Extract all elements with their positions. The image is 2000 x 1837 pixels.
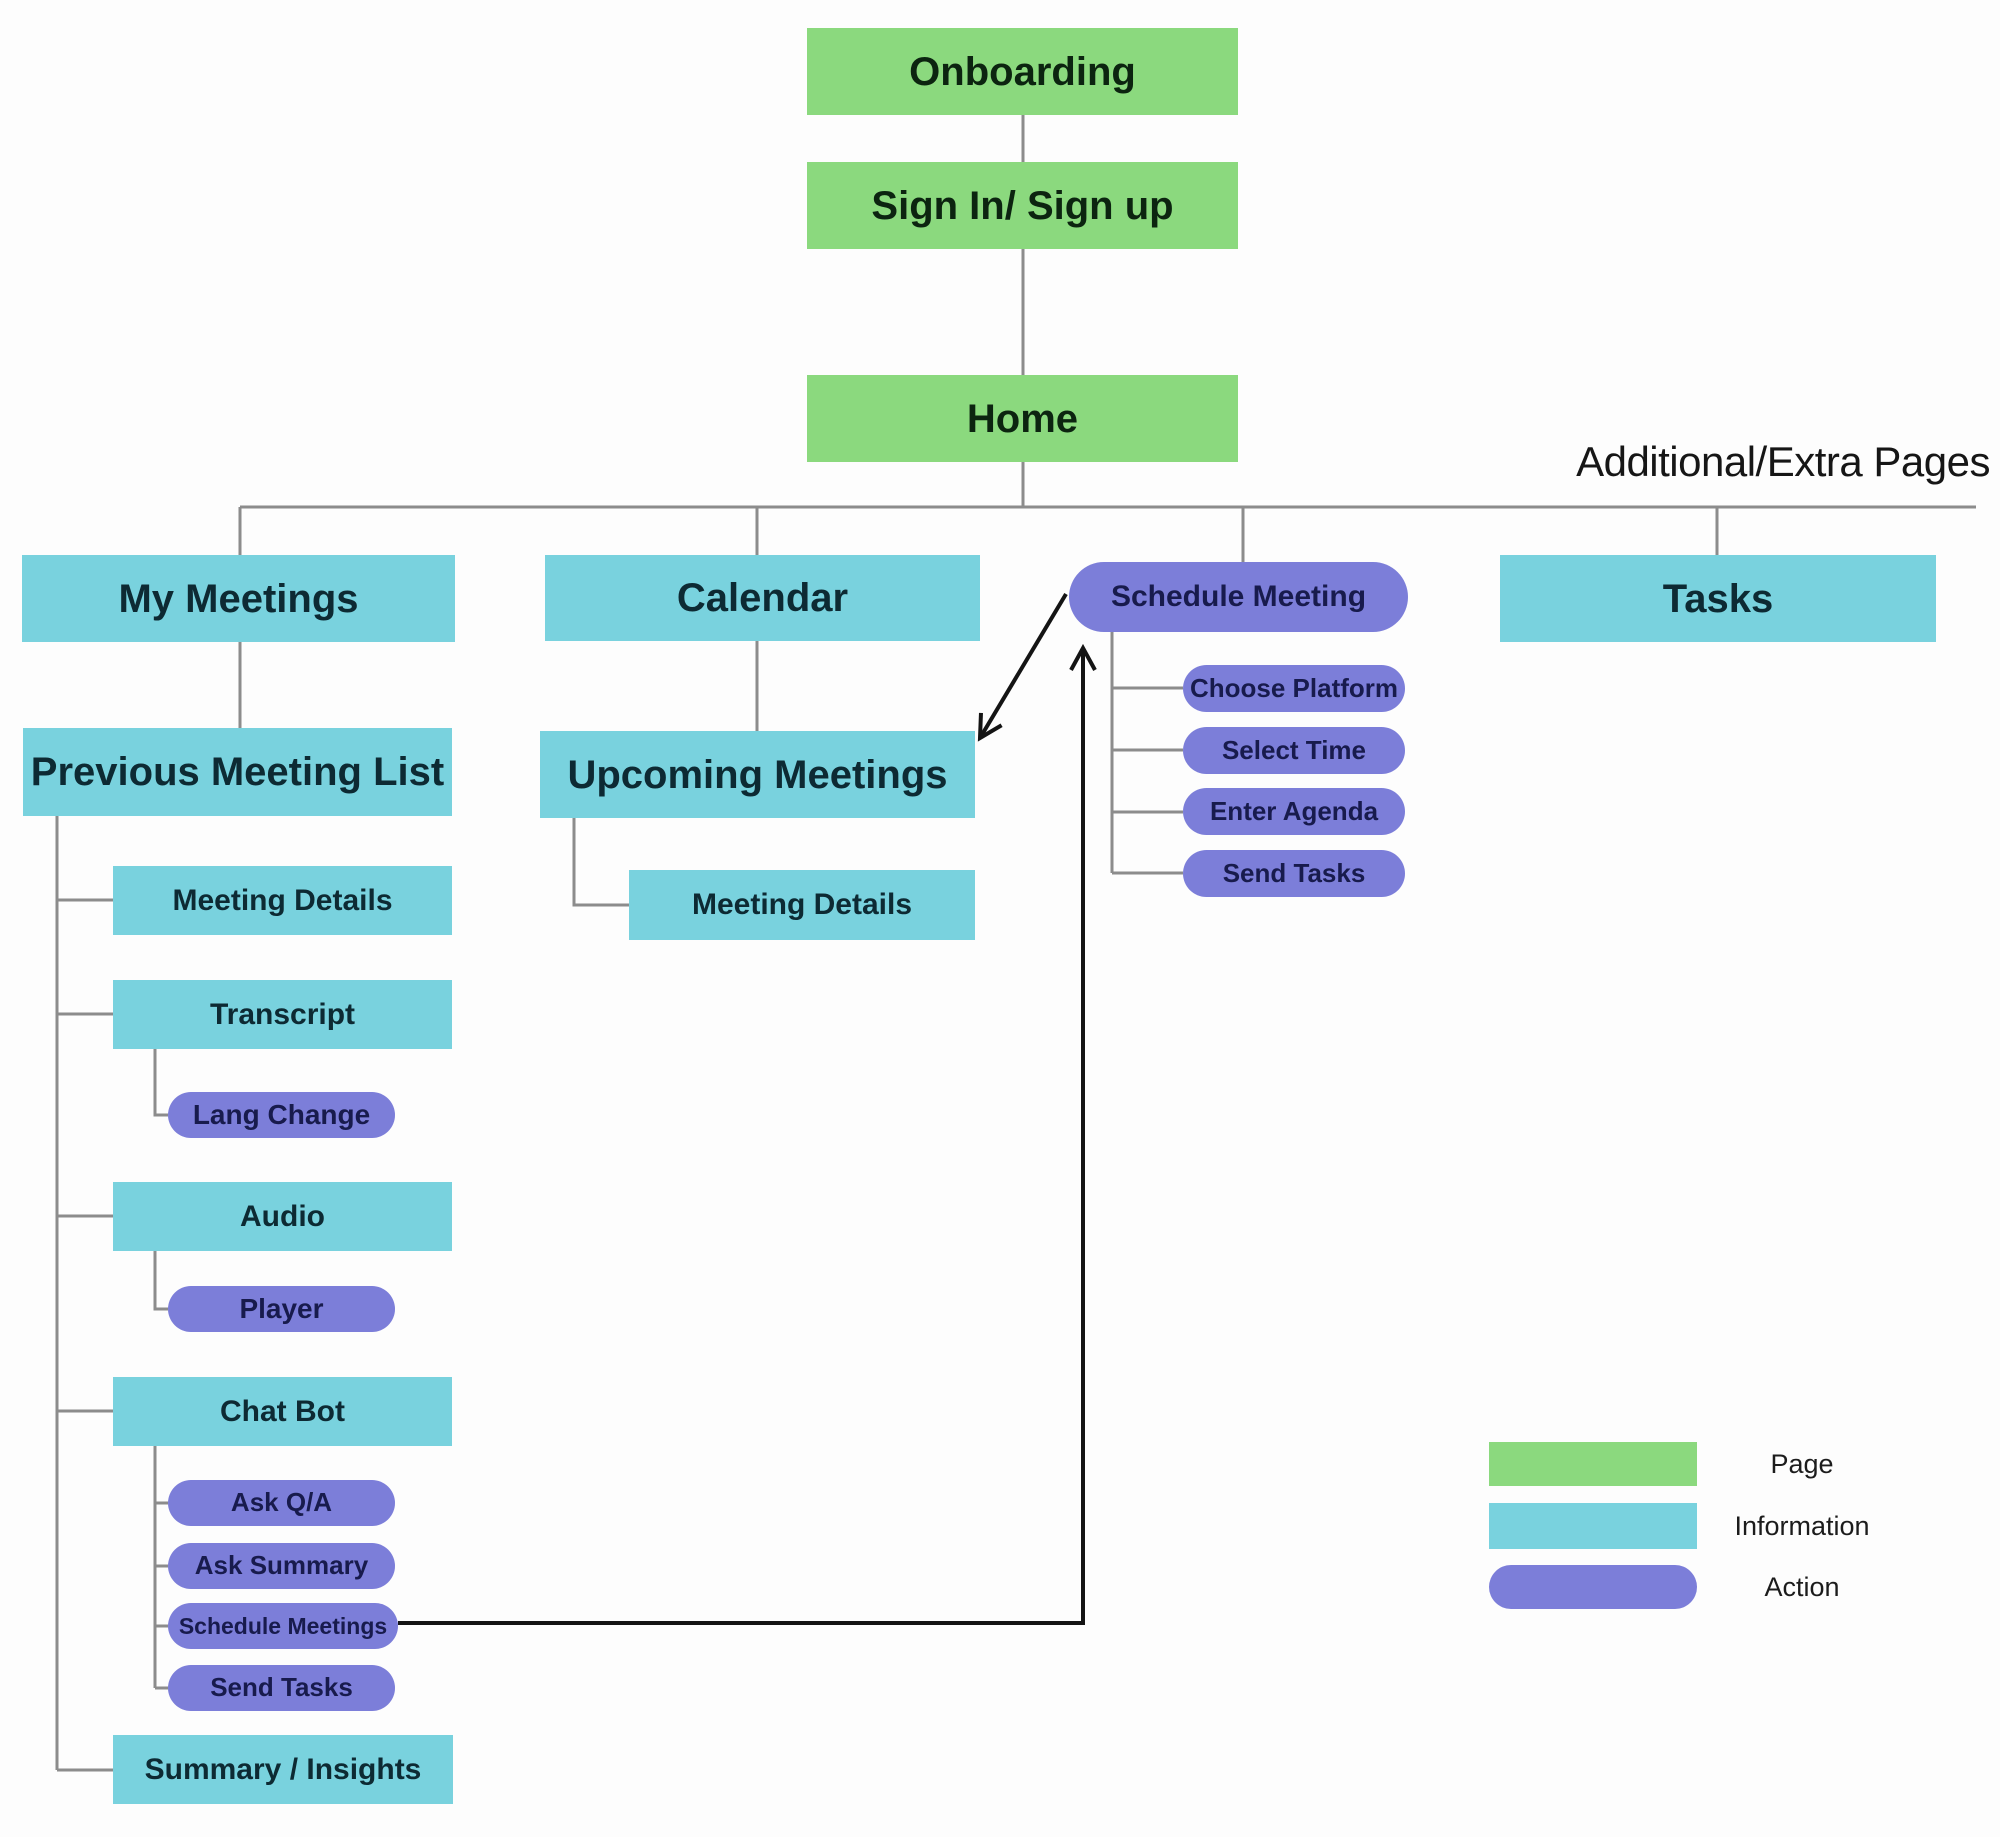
node-lang-change: Lang Change (168, 1092, 395, 1138)
legend-row-action: Action (1489, 1565, 1907, 1609)
legend-swatch-page (1489, 1442, 1697, 1486)
node-transcript: Transcript (113, 980, 452, 1049)
node-sign-in-sign-up: Sign In/ Sign up (807, 162, 1238, 249)
node-schedule-meetings: Schedule Meetings (168, 1603, 398, 1649)
node-summary-insights: Summary / Insights (113, 1735, 453, 1804)
arrow-schedule-meetings-to-schedule-meeting (398, 643, 1097, 1625)
tree-connectors (55, 115, 1976, 1772)
legend-swatch-information (1489, 1503, 1697, 1549)
node-home: Home (807, 375, 1238, 462)
node-meeting-details-left: Meeting Details (113, 866, 452, 935)
node-previous-meeting-list: Previous Meeting List (23, 728, 452, 816)
node-audio: Audio (113, 1182, 452, 1251)
legend-row-page: Page (1489, 1442, 1907, 1486)
legend-row-information: Information (1489, 1503, 1907, 1549)
legend-label-action: Action (1764, 1571, 1840, 1602)
node-send-tasks-schedule: Send Tasks (1183, 850, 1405, 897)
node-player: Player (168, 1286, 395, 1332)
node-calendar: Calendar (545, 555, 980, 641)
node-upcoming-meetings: Upcoming Meetings (540, 731, 975, 818)
node-onboarding: Onboarding (807, 28, 1238, 115)
node-ask-qa: Ask Q/A (168, 1480, 395, 1526)
additional-extra-pages-heading: Additional/Extra Pages (1576, 438, 1990, 485)
node-tasks: Tasks (1500, 555, 1936, 642)
legend-label-page: Page (1770, 1448, 1834, 1479)
node-schedule-meeting: Schedule Meeting (1069, 562, 1408, 632)
arrow-schedule-meeting-to-upcoming-meetings (977, 592, 1068, 742)
node-send-tasks-chat: Send Tasks (168, 1665, 395, 1711)
node-meeting-details-calendar: Meeting Details (629, 870, 975, 940)
node-enter-agenda: Enter Agenda (1183, 788, 1405, 835)
legend-swatch-action (1489, 1565, 1697, 1609)
legend-label-information: Information (1734, 1510, 1870, 1541)
node-choose-platform: Choose Platform (1183, 665, 1405, 712)
node-my-meetings: My Meetings (22, 555, 455, 642)
node-chat-bot: Chat Bot (113, 1377, 452, 1446)
node-ask-summary: Ask Summary (168, 1543, 395, 1589)
node-select-time: Select Time (1183, 727, 1405, 774)
